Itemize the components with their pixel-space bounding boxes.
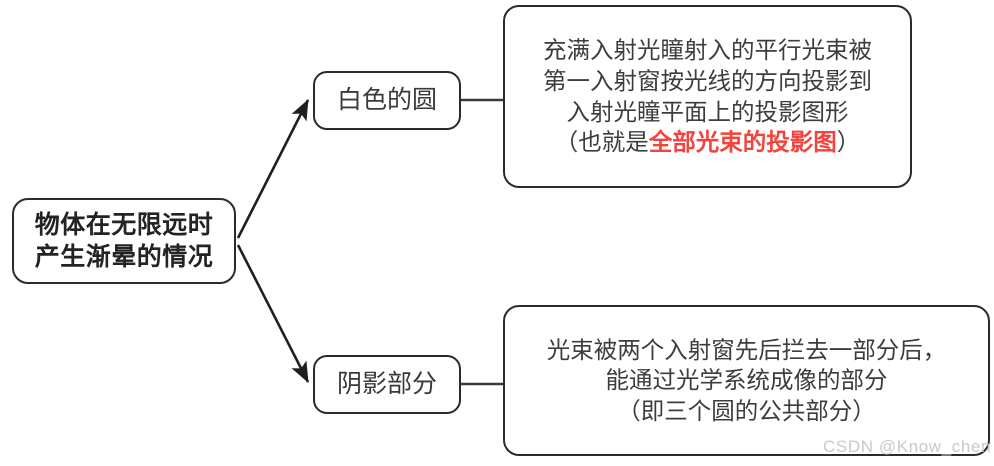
- detail-paren-close: ）: [836, 129, 861, 156]
- node-white-circle-detail[interactable]: 充满入射光瞳射入的平行光束被 第一入射窗按光线的方向投影到 入射光瞳平面上的投影…: [503, 5, 912, 188]
- node-root[interactable]: 物体在无限远时 产生渐晕的情况: [12, 198, 236, 284]
- node-white-circle-detail-line-2: 第一入射窗按光线的方向投影到: [543, 67, 872, 94]
- detail-paren-open: （也就是: [554, 129, 649, 156]
- edge-root-to-shadow-part: [236, 244, 310, 383]
- node-root-line-2: 产生渐晕的情况: [34, 243, 214, 271]
- node-white-circle-detail-line-3: 入射光瞳平面上的投影图形: [566, 98, 849, 125]
- node-white-circle-detail-line-1: 充满入射光瞳射入的平行光束被: [543, 37, 872, 64]
- node-shadow-part[interactable]: 阴影部分: [313, 355, 461, 414]
- detail-highlight-text: 全部光束的投影图: [648, 129, 837, 156]
- watermark-text: CSDN @Know_chen: [823, 437, 991, 456]
- edge-root-to-white-circle: [236, 99, 310, 239]
- node-shadow-part-detail-line-1: 光束被两个入射窗先后拦去一部分后，: [546, 336, 947, 363]
- node-shadow-part-label: 阴影部分: [336, 370, 437, 399]
- node-shadow-part-detail-line-2: 能通过光学系统成像的部分: [605, 367, 888, 394]
- node-root-line-1: 物体在无限远时: [34, 210, 214, 239]
- node-shadow-part-detail[interactable]: 光束被两个入射窗先后拦去一部分后， 能通过光学系统成像的部分 （即三个圆的公共部…: [503, 305, 990, 456]
- node-white-circle-label: 白色的圆: [336, 86, 437, 115]
- node-white-circle[interactable]: 白色的圆: [313, 71, 461, 130]
- node-shadow-part-detail-line-3: （即三个圆的公共部分）: [617, 397, 876, 424]
- node-white-circle-detail-line-4: （也就是全部光束的投影图）: [555, 127, 861, 158]
